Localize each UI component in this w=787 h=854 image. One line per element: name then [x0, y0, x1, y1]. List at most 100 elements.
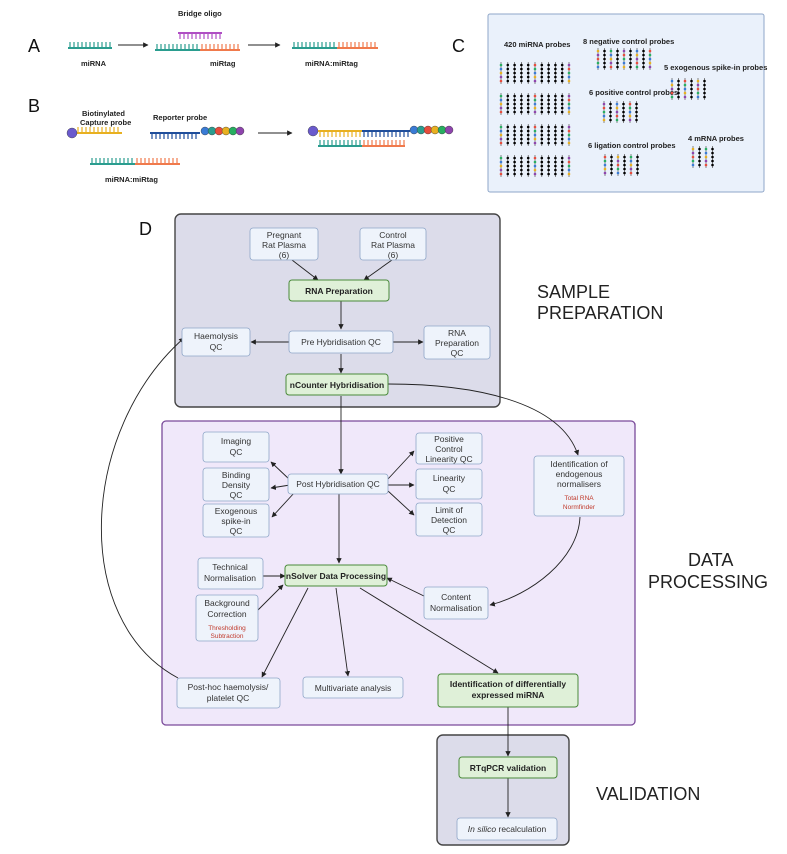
imaging-line-1: Imaging	[221, 436, 252, 446]
rtqpcr-label: RTqPCR validation	[470, 763, 547, 773]
data-processing-section	[161, 420, 636, 726]
endogenous-line-3: normalisers	[557, 479, 601, 489]
pregnant-line-3: (6)	[279, 250, 290, 260]
node-pre-hybridisation-qc: Pre Hybridisation QC	[288, 330, 394, 354]
node-differential-expression: Identification of differentially express…	[437, 673, 579, 708]
node-endogenous-normalisers: Identification of endogenous normalisers…	[533, 455, 625, 517]
nsolver-label: nSolver Data Processing	[286, 571, 386, 581]
rna-prep-qc-line-2: Preparation	[435, 338, 479, 348]
endogenous-method-1: Total RNA	[564, 495, 594, 502]
mirna-mirtag-label: miRNA:miRtag	[305, 59, 358, 68]
content-norm-line-2: Normalisation	[430, 603, 482, 613]
sample-title-1: SAMPLE	[537, 282, 610, 302]
background-line-1: Background	[204, 598, 250, 608]
endogenous-line-2: endogenous	[556, 469, 603, 479]
node-pregnant-plasma: Pregnant Rat Plasma (6)	[249, 227, 319, 261]
capture-probe-label-2: Capture probe	[80, 118, 131, 127]
linearity-line-1: Linearity	[433, 473, 466, 483]
sample-preparation-section	[174, 213, 501, 408]
post-hyb-label: Post Hybridisation QC	[296, 479, 380, 489]
panel-c-frame	[487, 13, 765, 193]
pos-ctrl-line-2: Control	[435, 444, 463, 454]
panel-letter-b: B	[28, 96, 40, 116]
probe-icons	[499, 48, 714, 177]
exogenous-line-2: spike-in	[221, 516, 251, 526]
mirna-probes-label: 420 miRNA probes	[504, 40, 570, 49]
ncounter-label: nCounter Hybridisation	[290, 380, 384, 390]
node-exogenous-qc: Exogenous spike-in QC	[202, 503, 270, 538]
node-control-plasma: Control Rat Plasma (6)	[359, 227, 427, 261]
lod-line-3: QC	[443, 525, 456, 535]
linearity-line-2: QC	[443, 484, 456, 494]
control-line-1: Control	[379, 230, 407, 240]
node-binding-density-qc: Binding Density QC	[202, 467, 270, 502]
mirtag-label: miRtag	[210, 59, 236, 68]
node-positive-control-qc: Positive Control Linearity QC	[415, 432, 483, 465]
node-nsolver-data-processing: nSolver Data Processing	[284, 564, 388, 587]
validation-title: VALIDATION	[596, 784, 700, 804]
reporter-probe-icon	[150, 126, 245, 139]
data-title-1: DATA	[688, 550, 733, 570]
node-posthoc-qc: Post-hoc haemolysis/ platelet QC	[176, 677, 281, 709]
reporter-probe-label: Reporter probe	[153, 113, 207, 122]
background-line-2: Correction	[207, 609, 246, 619]
node-post-hybridisation-qc: Post Hybridisation QC	[287, 473, 389, 495]
node-linearity-qc: Linearity QC	[415, 468, 483, 500]
panel-c: C 420 miRNA probes 8 negative control pr…	[452, 13, 767, 193]
pre-hyb-label: Pre Hybridisation QC	[301, 337, 381, 347]
haemolysis-line-1: Haemolysis	[194, 331, 238, 341]
node-haemolysis-qc: Haemolysis QC	[181, 327, 251, 357]
exogenous-line-3: QC	[230, 526, 243, 536]
panel-letter-d: D	[139, 219, 152, 239]
posthoc-line-1: Post-hoc haemolysis/	[188, 682, 269, 692]
lod-line-2: Detection	[431, 515, 467, 525]
connectors	[101, 259, 581, 818]
node-rna-preparation-qc: RNA Preparation QC	[423, 325, 491, 360]
control-line-2: Rat Plasma	[371, 240, 415, 250]
spikein-label: 5 exogenous spike-in probes	[664, 63, 767, 72]
exogenous-line-1: Exogenous	[215, 506, 258, 516]
mirna-mirtag-b-label: miRNA:miRtag	[105, 175, 158, 184]
rna-prep-label: RNA Preparation	[305, 286, 373, 296]
positive-control-label: 6 positive control probes	[589, 88, 678, 97]
panel-letter-a: A	[28, 36, 40, 56]
panel-a: A miRNA Bridge oligo miRtag miRNA:miRtag	[28, 9, 378, 68]
rna-prep-qc-line-1: RNA	[448, 328, 466, 338]
rna-prep-qc-line-3: QC	[451, 348, 464, 358]
bridge-oligo-label: Bridge oligo	[178, 9, 222, 18]
tech-norm-line-1: Technical	[212, 562, 248, 572]
node-imaging-qc: Imaging QC	[202, 431, 270, 463]
mirna-strand-icon	[68, 42, 112, 49]
ligation-control-label: 6 ligation control probes	[588, 141, 676, 150]
pregnant-line-1: Pregnant	[267, 230, 302, 240]
node-multivariate-analysis: Multivariate analysis	[302, 676, 404, 699]
endogenous-line-1: Identification of	[550, 459, 608, 469]
node-insilico-recalculation: In silico recalculation	[456, 817, 558, 841]
data-title-2: PROCESSING	[648, 572, 768, 592]
node-rtqpcr-validation: RTqPCR validation	[458, 756, 558, 779]
imaging-line-2: QC	[230, 447, 243, 457]
binding-line-1: Binding	[222, 470, 251, 480]
node-background-correction: Background Correction Thresholding Subtr…	[195, 594, 259, 642]
endogenous-method-2: Normfinder	[563, 504, 596, 511]
node-limit-of-detection-qc: Limit of Detection QC	[415, 502, 483, 537]
background-method-1: Thresholding	[208, 625, 246, 632]
pos-ctrl-line-1: Positive	[434, 434, 464, 444]
content-norm-line-1: Content	[441, 592, 471, 602]
capture-probe-icon	[66, 127, 122, 139]
mrna-probes-label: 4 mRNA probes	[688, 134, 744, 143]
node-technical-normalisation: Technical Normalisation	[197, 557, 264, 590]
diff-expr-line-1: Identification of differentially	[450, 679, 566, 689]
mirna-mirtag-b-icon	[90, 158, 180, 165]
background-method-2: Subtraction	[211, 633, 244, 640]
negative-control-label: 8 negative control probes	[583, 37, 674, 46]
lod-line-1: Limit of	[435, 505, 463, 515]
hybridised-complex-icon	[307, 125, 454, 147]
node-rna-preparation: RNA Preparation	[288, 279, 390, 302]
pos-ctrl-line-3: Linearity QC	[425, 454, 472, 464]
capture-probe-label-1: Biotinylated	[82, 109, 125, 118]
node-content-normalisation: Content Normalisation	[423, 586, 489, 620]
haemolysis-line-2: QC	[210, 342, 223, 352]
sample-title-2: PREPARATION	[537, 303, 663, 323]
